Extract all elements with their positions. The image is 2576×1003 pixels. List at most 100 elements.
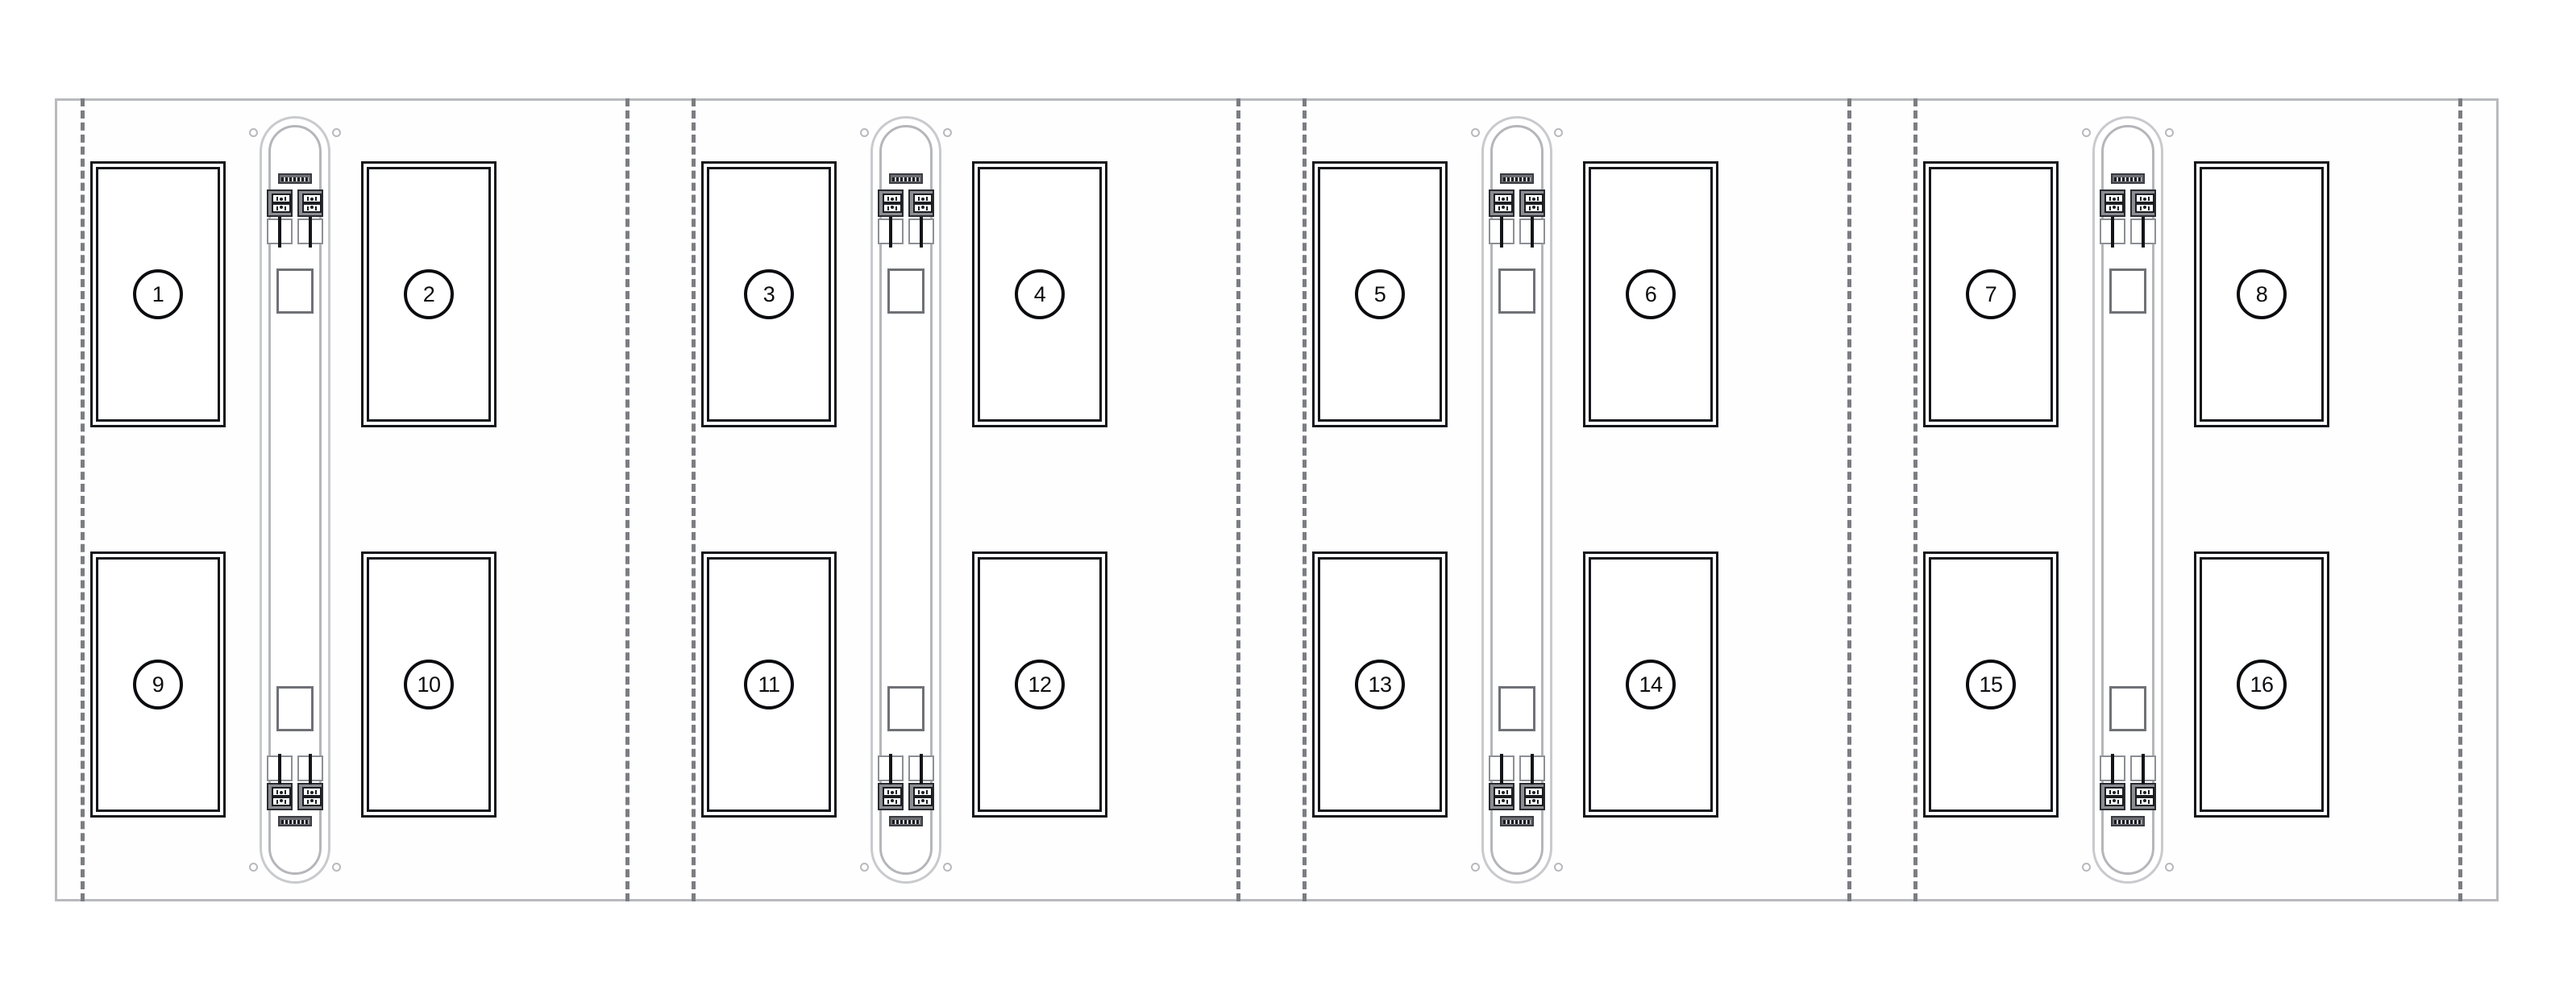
access-panel-box[interactable] [2109, 268, 2146, 314]
toggle-switch-plate-icon[interactable] [878, 218, 904, 244]
panel-rectangle[interactable]: 6 [1583, 161, 1718, 427]
access-panel-box[interactable] [1498, 686, 1535, 731]
ground-pin-icon [891, 791, 894, 794]
receptacle-group [267, 783, 323, 810]
ground-pin-icon [921, 791, 924, 794]
duplex-receptacle-icon[interactable] [878, 783, 904, 810]
ground-pin-icon [1502, 198, 1505, 201]
panel-rectangle[interactable]: 5 [1312, 161, 1448, 427]
access-panel-box[interactable] [276, 268, 314, 314]
access-panel-box[interactable] [276, 686, 314, 731]
duplex-receptacle-icon[interactable] [297, 189, 323, 217]
toggle-switch-plate-icon[interactable] [267, 218, 293, 244]
duplex-receptacle-icon[interactable] [2130, 783, 2156, 810]
toggle-switch-plate-icon[interactable] [2100, 755, 2125, 781]
ground-pin-icon [1532, 799, 1535, 802]
duplex-receptacle-icon[interactable] [908, 189, 934, 217]
duplex-receptacle-icon[interactable] [908, 783, 934, 810]
power-service-column[interactable] [1471, 116, 1563, 884]
panel-number-callout: 2 [404, 269, 454, 319]
panel-number-callout: 10 [404, 660, 454, 710]
duplex-receptacle-icon[interactable] [267, 783, 293, 810]
switch-group [1489, 755, 1545, 781]
column-outer-profile [860, 116, 952, 884]
toggle-switch-plate-icon[interactable] [1489, 755, 1514, 781]
access-panel-box[interactable] [887, 268, 924, 314]
ground-pin-icon [2113, 198, 2116, 201]
panel-rectangle[interactable]: 15 [1923, 551, 2059, 818]
panel-number-callout: 3 [744, 269, 794, 319]
toggle-switch-plate-icon[interactable] [1519, 755, 1545, 781]
toggle-switch-plate-icon[interactable] [878, 755, 904, 781]
power-service-column[interactable] [249, 116, 341, 884]
duplex-receptacle-icon[interactable] [297, 783, 323, 810]
mounting-hole-icon [2082, 128, 2091, 137]
toggle-switch-plate-icon[interactable] [297, 218, 323, 244]
duplex-receptacle-icon[interactable] [1489, 783, 1514, 810]
duplex-receptacle-icon[interactable] [2130, 189, 2156, 217]
access-panel-box[interactable] [1498, 268, 1535, 314]
panel-number-callout: 6 [1626, 269, 1676, 319]
ground-pin-icon [280, 198, 283, 201]
outlet-face-icon [302, 787, 322, 797]
panel-rectangle[interactable]: 7 [1923, 161, 2059, 427]
duplex-receptacle-icon[interactable] [2100, 783, 2125, 810]
duplex-receptacle-icon[interactable] [878, 189, 904, 217]
panel-rectangle[interactable]: 12 [972, 551, 1107, 818]
module-divider-dashed-line [1913, 98, 1917, 901]
access-panel-box[interactable] [2109, 686, 2146, 731]
receptacle-group [267, 189, 323, 217]
power-service-column[interactable] [860, 116, 952, 884]
outlet-face-icon [883, 203, 902, 213]
duplex-receptacle-icon[interactable] [267, 189, 293, 217]
toggle-switch-plate-icon[interactable] [2130, 755, 2156, 781]
duplex-receptacle-icon[interactable] [1519, 189, 1545, 217]
panel-rectangle[interactable]: 1 [90, 161, 226, 427]
toggle-switch-plate-icon[interactable] [2100, 218, 2125, 244]
panel-rectangle[interactable]: 14 [1583, 551, 1718, 818]
panel-rectangle[interactable]: 8 [2194, 161, 2329, 427]
receptacle-group [2100, 189, 2156, 217]
panel-rectangle[interactable]: 11 [701, 551, 837, 818]
outlet-face-icon [913, 203, 933, 213]
toggle-switch-plate-icon[interactable] [908, 218, 934, 244]
outlet-face-icon [272, 194, 291, 203]
toggle-switch-plate-icon[interactable] [1489, 218, 1514, 244]
panel-rectangle[interactable]: 4 [972, 161, 1107, 427]
toggle-switch-plate-icon[interactable] [1519, 218, 1545, 244]
duplex-receptacle-icon[interactable] [1489, 189, 1514, 217]
outlet-face-icon [302, 797, 322, 806]
module-divider-dashed-line [2458, 98, 2462, 901]
column-inner-profile [2101, 125, 2154, 875]
outlet-face-icon [1494, 203, 1513, 213]
outlet-face-icon [1524, 194, 1544, 203]
panel-rectangle[interactable]: 13 [1312, 551, 1448, 818]
ground-pin-icon [1532, 791, 1535, 794]
ground-pin-icon [891, 198, 894, 201]
device-nameplate-label [278, 173, 312, 184]
toggle-switch-plate-icon[interactable] [297, 755, 323, 781]
panel-rectangle[interactable]: 3 [701, 161, 837, 427]
toggle-switch-plate-icon[interactable] [2130, 218, 2156, 244]
panel-rectangle[interactable]: 10 [361, 551, 497, 818]
outlet-face-icon [913, 797, 933, 806]
access-panel-box[interactable] [887, 686, 924, 731]
ground-pin-icon [1532, 198, 1535, 201]
duplex-receptacle-icon[interactable] [1519, 783, 1545, 810]
module-divider-dashed-line [1236, 98, 1240, 901]
outlet-face-icon [1494, 194, 1513, 203]
panel-rectangle[interactable]: 16 [2194, 551, 2329, 818]
toggle-switch-plate-icon[interactable] [267, 755, 293, 781]
device-nameplate-label [2111, 816, 2145, 826]
switch-group [267, 218, 323, 244]
power-service-column[interactable] [2082, 116, 2174, 884]
mounting-hole-icon [2165, 863, 2174, 872]
toggle-switch-plate-icon[interactable] [908, 755, 934, 781]
outlet-face-icon [2135, 203, 2154, 213]
duplex-receptacle-icon[interactable] [2100, 189, 2125, 217]
panel-rectangle[interactable]: 2 [361, 161, 497, 427]
ground-pin-icon [2113, 206, 2116, 209]
panel-rectangle[interactable]: 9 [90, 551, 226, 818]
